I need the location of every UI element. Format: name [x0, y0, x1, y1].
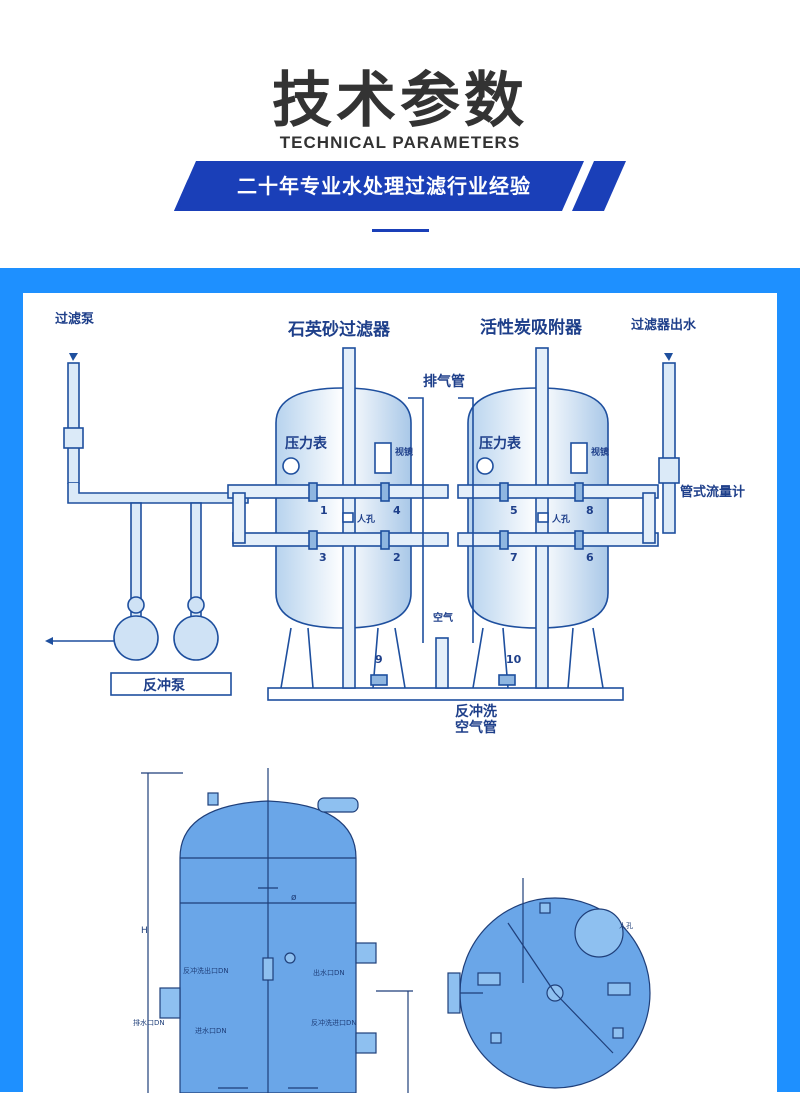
valve-number: 5 — [510, 504, 518, 517]
title-underline — [372, 229, 429, 232]
filter1-label: 石英砂过滤器 — [287, 319, 391, 340]
diagram-panel: 过滤泵 石英砂过滤器 活性炭吸附器 过滤器出水 排气管 压力表 压力表 视镜 视… — [23, 293, 777, 1093]
manhole-top-label: 人孔 — [619, 922, 633, 930]
valve-number: 2 — [393, 551, 401, 564]
valve-number: 10 — [506, 653, 522, 666]
page-subtitle: TECHNICAL PARAMETERS — [279, 133, 521, 152]
page-title: 技术参数 — [272, 66, 528, 136]
valve-number: 6 — [586, 551, 594, 564]
label-backwash-in: 反冲洗进口DN — [311, 1018, 357, 1027]
header-section: 技术参数 TECHNICAL PARAMETERS 二十年专业水处理过滤行业经验 — [0, 0, 800, 268]
dim-d: ø — [291, 893, 297, 903]
filter-schematic: 过滤泵 石英砂过滤器 活性炭吸附器 过滤器出水 排气管 压力表 压力表 视镜 视… — [45, 311, 745, 736]
gauge1-label: 压力表 — [285, 435, 328, 452]
valve-number: 3 — [319, 551, 327, 564]
valve-number: 1 — [320, 504, 328, 517]
dim-h: H — [141, 926, 148, 936]
manhole2-label: 人孔 — [551, 513, 570, 525]
flowmeter-label: 管式流量计 — [680, 484, 745, 500]
sight1-label: 视镜 — [395, 446, 413, 458]
backwash-air-label-2: 空气管 — [455, 719, 497, 736]
inlet-label: 过滤泵 — [55, 311, 94, 327]
exhaust-label: 排气管 — [423, 373, 465, 390]
outlet-label: 过滤器出水 — [631, 317, 697, 333]
valve-number: 7 — [510, 551, 518, 564]
valve-number: 9 — [375, 653, 383, 666]
manhole1-label: 人孔 — [356, 513, 375, 525]
air-label: 空气 — [433, 611, 453, 624]
label-drain: 排水口DN — [133, 1018, 165, 1027]
label-outlet: 出水口DN — [313, 968, 345, 977]
label-inlet: 进水口DN — [195, 1026, 227, 1035]
backwash-pump-label: 反冲泵 — [143, 677, 185, 694]
backwash-air-label-1: 反冲洗 — [455, 703, 497, 720]
gauge2-label: 压力表 — [479, 435, 522, 452]
tagline-banner — [174, 161, 626, 211]
sight2-label: 视镜 — [591, 446, 609, 458]
valve-number: 8 — [586, 504, 594, 517]
valve-number: 4 — [393, 504, 401, 517]
tank-drawing: H ø 反冲洗出口DN 出水口DN 排水口DN 进水口DN 反冲洗进口DN 人孔 — [133, 768, 651, 1093]
filter2-label: 活性炭吸附器 — [480, 317, 583, 338]
tagline-text: 二十年专业水处理过滤行业经验 — [237, 174, 531, 198]
label-backwash-out: 反冲洗出口DN — [183, 966, 229, 975]
